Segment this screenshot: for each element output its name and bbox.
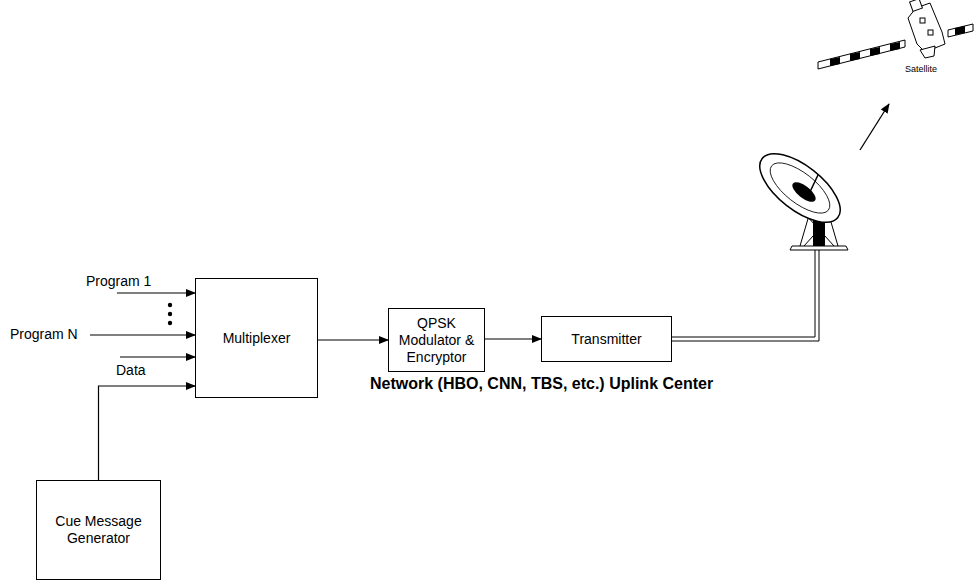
feed-line xyxy=(672,250,815,337)
program-input-arrow xyxy=(117,292,195,293)
program-input-arrow xyxy=(90,334,195,335)
box-text: Transmitter xyxy=(571,331,641,348)
process-box: QPSK Modulator & Encryptor xyxy=(388,308,485,372)
text-stack: QPSK Modulator & Encryptor xyxy=(395,315,478,366)
box-text: QPSK Modulator & Encryptor xyxy=(395,315,478,366)
signal-label: Data xyxy=(116,362,146,379)
feed-line xyxy=(672,250,819,341)
section-title: Network (HBO, CNN, TBS, etc.) Uplink Cen… xyxy=(370,374,713,393)
process-box: Cue Message Generator xyxy=(36,480,161,580)
flow-arrow xyxy=(99,386,196,480)
process-box: Transmitter xyxy=(541,316,672,362)
signal-label: Program 1 xyxy=(86,273,151,290)
text-stack: Multiplexer xyxy=(223,330,291,347)
box-text: Multiplexer xyxy=(223,330,291,347)
icon-caption: Satellite xyxy=(905,64,937,75)
text-stack: Cue Message Generator xyxy=(43,513,154,547)
uplink-arrow xyxy=(860,104,889,150)
box-text: Cue Message Generator xyxy=(43,513,154,547)
text-stack: Transmitter xyxy=(571,331,641,348)
flow-arrow xyxy=(485,338,541,339)
ellipsis-dot xyxy=(168,321,172,325)
ellipsis-dot xyxy=(168,312,172,316)
data-input-arrow xyxy=(120,356,195,357)
flow-arrow xyxy=(318,339,388,340)
multiplexer-box: Multiplexer xyxy=(195,278,318,398)
ellipsis-dot xyxy=(168,303,172,307)
signal-label: Program N xyxy=(10,326,78,343)
dish-antenna xyxy=(749,141,852,250)
satellite-icon xyxy=(818,0,973,69)
